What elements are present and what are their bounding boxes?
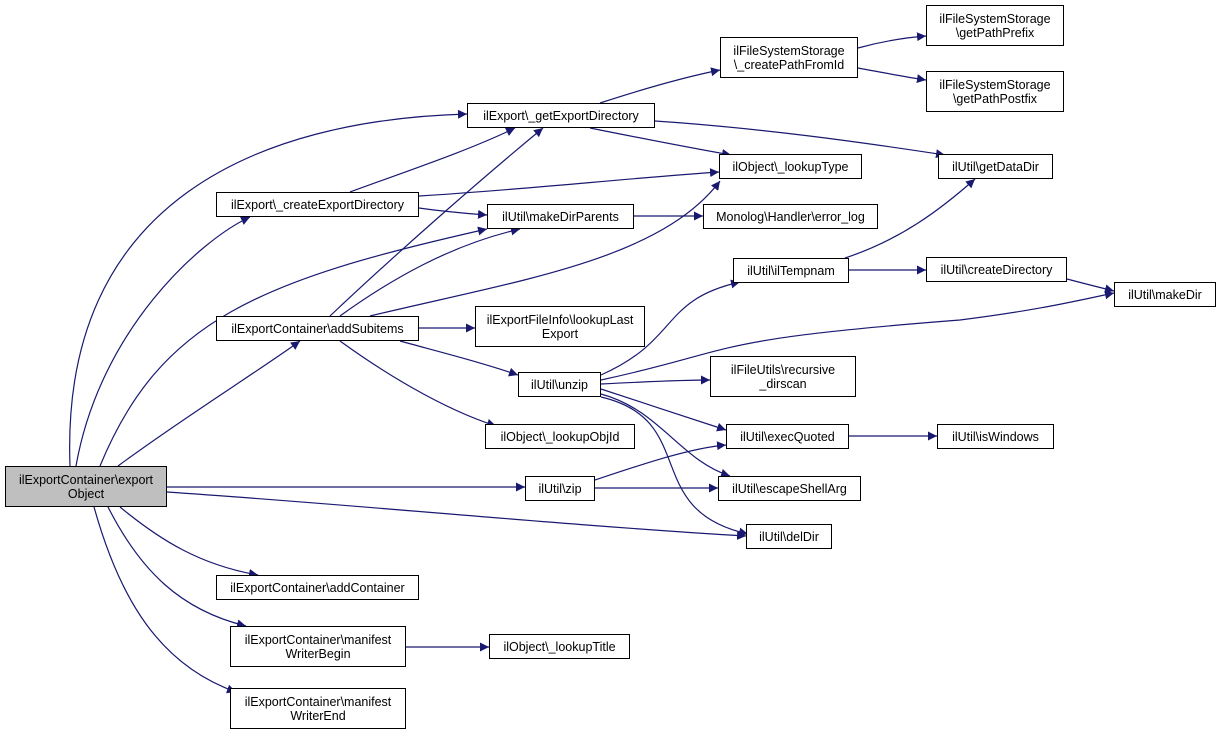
- node-get-path-prefix[interactable]: ilFileSystemStorage\getPathPrefix: [926, 5, 1064, 46]
- node-label-line: ilUtil\execQuoted: [740, 429, 835, 444]
- node-label-line: ilUtil\isWindows: [952, 429, 1039, 444]
- edge-zip-to-exec-quoted: [594, 441, 727, 481]
- node-label-line: ilUtil\unzip: [531, 377, 588, 392]
- edge-add-subitems-to-lookup-obj-id: [339, 340, 497, 428]
- node-label-line: ilUtil\delDir: [759, 529, 819, 544]
- edge-add-subitems-to-lookup-type: [369, 180, 721, 317]
- node-zip[interactable]: ilUtil\zip: [525, 476, 595, 501]
- edge-add-subitems-to-get-export-directory: [329, 127, 544, 317]
- edge-export-object-to-get-export-directory: [69, 109, 468, 467]
- node-il-tempnam[interactable]: ilUtil\ilTempnam: [733, 258, 849, 283]
- node-label-line: ilUtil\makeDirParents: [502, 209, 619, 224]
- node-label-line: _dirscan: [759, 376, 807, 391]
- edge-get-export-directory-to-create-path-from-id: [599, 67, 721, 104]
- node-create-path-from-id[interactable]: ilFileSystemStorage\_createPathFromId: [720, 37, 858, 78]
- node-label-line: ilExportContainer\manifest: [244, 694, 392, 709]
- edge-create-export-directory-to-make-dir-parents: [418, 207, 488, 219]
- edge-export-object-to-add-subitems: [117, 340, 301, 467]
- node-lookup-obj-id[interactable]: ilObject\_lookupObjId: [485, 424, 635, 449]
- node-label-line: ilUtil\createDirectory: [940, 262, 1053, 277]
- node-label-line: ilFileSystemStorage: [939, 11, 1051, 26]
- node-label-line: ilExportContainer\addSubitems: [231, 321, 404, 336]
- node-error-log[interactable]: Monolog\Handler\error_log: [703, 204, 878, 229]
- node-label-line: ilUtil\makeDir: [1128, 287, 1202, 302]
- node-label-line: ilFileSystemStorage: [733, 43, 845, 58]
- edge-export-object-to-manifest-writer-end: [93, 506, 237, 694]
- node-label-line: ilUtil\zip: [538, 481, 582, 496]
- edge-export-object-to-del-dir: [166, 491, 747, 540]
- node-is-windows[interactable]: ilUtil\isWindows: [937, 424, 1054, 449]
- node-label-line: ilObject\_lookupTitle: [503, 639, 616, 654]
- edge-unzip-to-escape-shell-arg: [600, 393, 731, 478]
- node-lookup-type[interactable]: ilObject\_lookupType: [719, 154, 862, 179]
- node-label-line: ilExportContainer\export: [18, 472, 154, 487]
- edge-get-export-directory-to-lookup-type: [589, 127, 732, 158]
- node-label-line: Monolog\Handler\error_log: [716, 209, 865, 224]
- node-make-dir-parents[interactable]: ilUtil\makeDirParents: [487, 204, 634, 229]
- node-label-line: ilFileUtils\recursive: [730, 362, 836, 377]
- edge-get-export-directory-to-get-data-dir: [654, 120, 946, 159]
- node-label-line: ilObject\_lookupObjId: [500, 429, 620, 444]
- edge-create-export-directory-to-lookup-type: [418, 168, 720, 197]
- node-label-line: ilObject\_lookupType: [732, 159, 849, 174]
- edge-unzip-to-del-dir: [600, 396, 749, 537]
- node-label-line: \getPathPostfix: [952, 91, 1038, 106]
- edge-create-path-from-id-to-get-path-prefix: [857, 32, 927, 49]
- node-create-export-directory[interactable]: ilExport\_createExportDirectory: [216, 192, 419, 217]
- node-add-subitems[interactable]: ilExportContainer\addSubitems: [216, 316, 419, 341]
- node-label-line: ilExport\_createExportDirectory: [231, 197, 404, 212]
- node-get-data-dir[interactable]: ilUtil\getDataDir: [938, 154, 1053, 179]
- node-label-line: ilExportContainer\manifest: [244, 632, 392, 647]
- node-label-line: ilExport\_getExportDirectory: [483, 108, 639, 123]
- edge-export-object-to-manifest-writer-begin: [107, 506, 247, 629]
- node-label-line: Object: [67, 486, 105, 501]
- edge-create-path-from-id-to-get-path-postfix: [857, 67, 927, 84]
- node-label-line: \getPathPrefix: [955, 25, 1035, 40]
- edge-create-directory-to-make-dir: [1066, 278, 1115, 294]
- edge-export-object-to-make-dir-parents: [99, 226, 488, 467]
- node-get-export-directory[interactable]: ilExport\_getExportDirectory: [467, 103, 655, 128]
- node-recursive-dirscan[interactable]: ilFileUtils\recursive_dirscan: [710, 356, 856, 397]
- node-label-line: ilFileSystemStorage: [939, 77, 1051, 92]
- node-get-path-postfix[interactable]: ilFileSystemStorage\getPathPostfix: [926, 71, 1064, 112]
- edge-unzip-to-il-tempnam: [600, 279, 741, 376]
- node-label-line: ilUtil\getDataDir: [952, 159, 1039, 174]
- node-label-line: Export: [541, 326, 579, 341]
- edge-unzip-to-recursive-dirscan: [600, 375, 711, 385]
- node-unzip[interactable]: ilUtil\unzip: [518, 372, 601, 397]
- edge-create-export-directory-to-get-export-directory: [349, 127, 516, 193]
- edge-add-subitems-to-unzip: [399, 340, 519, 377]
- edge-export-object-to-add-container: [119, 506, 259, 578]
- node-label-line: WriterBegin: [285, 646, 351, 661]
- node-label-line: WriterEnd: [290, 708, 346, 723]
- edge-unzip-to-exec-quoted: [600, 388, 727, 432]
- node-lookup-title[interactable]: ilObject\_lookupTitle: [489, 634, 630, 659]
- node-exec-quoted[interactable]: ilUtil\execQuoted: [726, 424, 849, 449]
- node-create-directory[interactable]: ilUtil\createDirectory: [926, 257, 1067, 282]
- edge-add-subitems-to-make-dir-parents: [339, 226, 521, 317]
- node-label-line: ilExportContainer\addContainer: [230, 580, 405, 595]
- node-del-dir[interactable]: ilUtil\delDir: [746, 524, 832, 549]
- node-make-dir[interactable]: ilUtil\makeDir: [1114, 282, 1216, 307]
- edge-export-object-to-create-export-directory: [75, 216, 251, 467]
- edge-il-tempnam-to-get-data-dir: [844, 178, 976, 259]
- node-label-line: ilUtil\ilTempnam: [747, 263, 835, 278]
- node-add-container[interactable]: ilExportContainer\addContainer: [216, 575, 419, 600]
- node-label-line: ilExportFileInfo\lookupLast: [486, 312, 634, 327]
- node-label-line: ilUtil\escapeShellArg: [732, 481, 847, 496]
- edge-unzip-to-make-dir: [600, 290, 1115, 381]
- node-label-line: \_createPathFromId: [733, 57, 845, 72]
- node-escape-shell-arg[interactable]: ilUtil\escapeShellArg: [718, 476, 861, 501]
